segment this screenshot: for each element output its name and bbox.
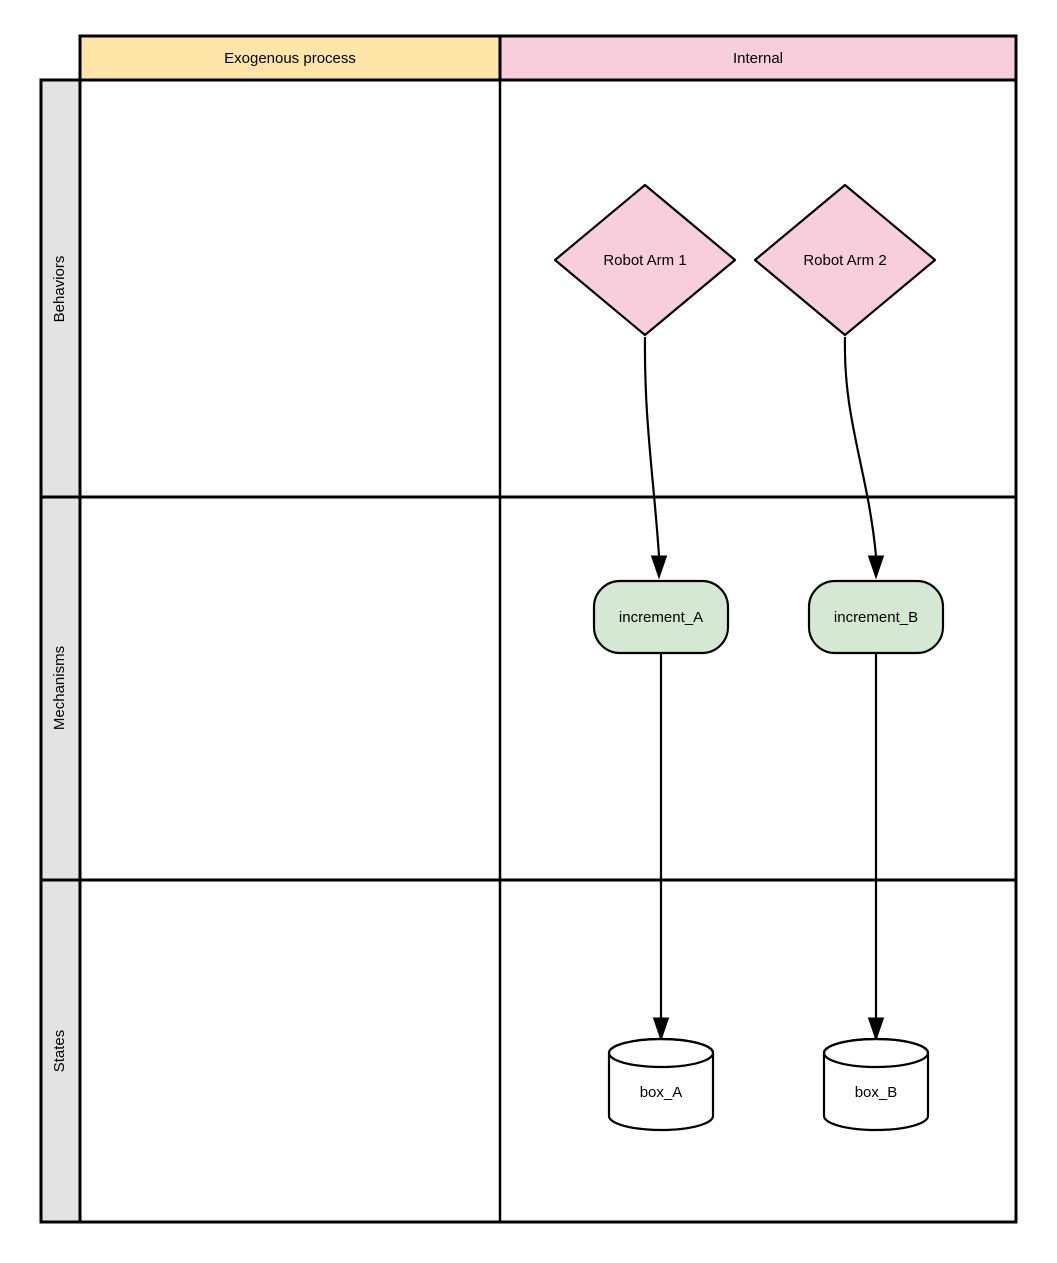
edge-robot-arm-2-to-increment-b: [843, 336, 878, 557]
node-robot-arm-1[interactable]: Robot Arm 1: [553, 183, 737, 337]
robot-arm-2-shape[interactable]: [753, 183, 937, 337]
edge-robot-arm-1-to-increment-a: [643, 336, 661, 557]
node-increment-b[interactable]: increment_B: [807, 579, 945, 655]
row-header-behaviors-label: Behaviors: [51, 256, 68, 323]
box-a-cylinder-top: [607, 1037, 715, 1069]
row-header-behaviors[interactable]: [39, 78, 82, 499]
box-b-cylinder-top: [822, 1037, 930, 1069]
increment-a-label: increment_A: [619, 609, 703, 626]
arrowhead-robot-arm-2-to-increment-b: [867, 555, 885, 580]
column-header-exogenous-process-label: Exogenous process: [224, 50, 356, 67]
node-box-a[interactable]: box_A: [607, 1037, 715, 1132]
arrowhead-increment-b-to-box-b: [867, 1017, 885, 1042]
matrix-outer-border: [78, 78, 1018, 1224]
increment-b-label: increment_B: [834, 609, 918, 626]
robot-arm-1-label: Robot Arm 1: [603, 252, 686, 269]
increment-b-shape[interactable]: [807, 579, 945, 655]
column-header-internal[interactable]: [498, 34, 1018, 82]
box-b-label: box_B: [855, 1084, 898, 1101]
node-box-b[interactable]: box_B: [822, 1037, 930, 1132]
robot-arm-2-label: Robot Arm 2: [803, 252, 886, 269]
arrowhead-increment-a-to-box-a: [652, 1017, 670, 1042]
row-header-mechanisms-label: Mechanisms: [51, 646, 68, 730]
column-header-exogenous-process[interactable]: [78, 34, 502, 82]
robot-arm-1-shape[interactable]: [553, 183, 737, 337]
node-increment-a[interactable]: increment_A: [592, 579, 730, 655]
box-a-label: box_A: [640, 1084, 683, 1101]
row-header-states-label: States: [51, 1030, 68, 1073]
row-header-states[interactable]: [39, 878, 82, 1224]
arrowhead-robot-arm-1-to-increment-a: [650, 555, 668, 580]
column-header-internal-label: Internal: [733, 50, 783, 67]
increment-a-shape[interactable]: [592, 579, 730, 655]
node-robot-arm-2[interactable]: Robot Arm 2: [753, 183, 937, 337]
